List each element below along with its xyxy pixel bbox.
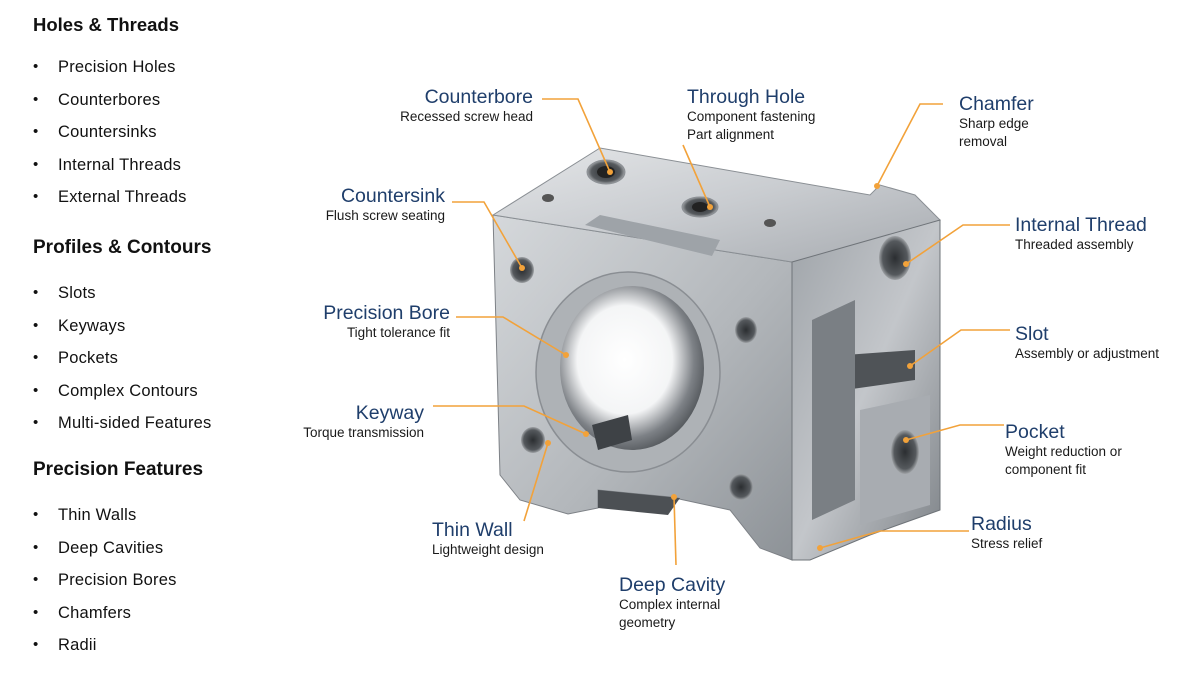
callout-radius: Radius Stress relief xyxy=(971,513,1042,553)
leader-pocket xyxy=(905,424,1004,441)
callout-desc: Stress relief xyxy=(971,536,1043,551)
part-right-face xyxy=(791,219,941,561)
callout-pocket: Pocket Weight reduction or component fit xyxy=(1005,421,1122,479)
list-item: Precision Holes xyxy=(33,51,187,84)
section-holes-threads: Holes & Threads Precision Holes Counterb… xyxy=(33,14,187,214)
list-item: Internal Threads xyxy=(33,149,187,182)
callout-counterbore: Counterbore Recessed screw head xyxy=(400,86,533,126)
callout-internal-thread: Internal Thread Threaded assembly xyxy=(1015,214,1147,254)
callout-precision-bore: Precision Bore Tight tolerance fit xyxy=(323,302,450,342)
callout-title: Through Hole xyxy=(687,86,806,108)
callout-title: Pocket xyxy=(1005,421,1065,443)
leader-slot xyxy=(909,329,1010,367)
deep-cavity-shape xyxy=(598,490,680,515)
leader-thin-wall xyxy=(523,442,549,522)
holes xyxy=(510,159,919,500)
callout-title: Precision Bore xyxy=(323,302,450,324)
leader-countersink xyxy=(452,201,523,269)
list-item: Deep Cavities xyxy=(33,532,203,565)
list-item: Keyways xyxy=(33,310,211,343)
callout-title: Countersink xyxy=(340,185,445,207)
list-item: Precision Bores xyxy=(33,564,203,597)
leader-dots xyxy=(519,169,913,551)
callout-desc: Flush screw seating xyxy=(325,208,445,223)
callout-desc: Threaded assembly xyxy=(1015,237,1134,252)
list-item: Pockets xyxy=(33,342,211,375)
callout-desc: Component fastening xyxy=(687,109,816,124)
callout-desc: Weight reduction or xyxy=(1005,444,1122,459)
callout-title: Slot xyxy=(1015,323,1049,345)
callout-slot: Slot Assembly or adjustment xyxy=(1015,323,1159,363)
callout-desc: Recessed screw head xyxy=(400,109,533,124)
callout-desc: component fit xyxy=(1005,462,1087,477)
callout-title: Thin Wall xyxy=(432,519,513,541)
leader-keyway xyxy=(433,405,587,435)
leader-through-hole xyxy=(682,144,711,208)
callout-desc: Sharp edge xyxy=(959,116,1029,131)
callout-desc: geometry xyxy=(619,615,676,630)
list-item: Counterbores xyxy=(33,84,187,117)
leader-precision-bore xyxy=(456,316,567,356)
section-title: Precision Features xyxy=(33,459,204,480)
leader-deep-cavity xyxy=(673,496,677,566)
callout-through-hole: Through Hole Component fastening Part al… xyxy=(687,86,815,144)
feature-list: Thin Walls Deep Cavities Precision Bores… xyxy=(33,499,203,662)
callout-desc: Part alignment xyxy=(687,127,775,142)
leader-counterbore xyxy=(542,98,611,173)
callout-desc: Lightweight design xyxy=(432,542,544,557)
callout-desc: Complex internal xyxy=(619,597,721,612)
list-item: Countersinks xyxy=(33,116,187,149)
callout-title: Keyway xyxy=(355,402,424,424)
callout-desc: Tight tolerance fit xyxy=(346,325,450,340)
callout-thin-wall: Thin Wall Lightweight design xyxy=(432,519,544,559)
callout-keyway: Keyway Torque transmission xyxy=(303,402,424,442)
list-item: Slots xyxy=(33,277,211,310)
leader-radius xyxy=(819,530,969,549)
callout-desc: Assembly or adjustment xyxy=(1015,346,1160,361)
callout-chamfer: Chamfer Sharp edge removal xyxy=(959,93,1034,151)
list-item: Multi-sided Features xyxy=(33,407,211,440)
leader-internal-thread xyxy=(905,224,1010,265)
precision-bore-shape xyxy=(535,271,721,473)
list-item: Thin Walls xyxy=(33,499,203,532)
callout-title: Counterbore xyxy=(424,86,533,108)
list-item: Radii xyxy=(33,629,203,662)
callout-title: Internal Thread xyxy=(1015,214,1147,236)
callout-desc: removal xyxy=(959,134,1008,149)
list-item: Chamfers xyxy=(33,597,203,630)
section-precision-features: Precision Features Thin Walls Deep Cavit… xyxy=(33,459,203,662)
callout-countersink: Countersink Flush screw seating xyxy=(326,185,445,225)
callout-title: Chamfer xyxy=(959,93,1034,115)
section-title: Holes & Threads xyxy=(33,14,179,35)
callout-title: Deep Cavity xyxy=(619,574,726,596)
leader-chamfer xyxy=(876,103,943,187)
section-title: Profiles & Contours xyxy=(33,237,212,258)
leader-lines xyxy=(433,98,1010,566)
callout-title: Radius xyxy=(971,513,1032,535)
list-item: Complex Contours xyxy=(33,375,211,408)
feature-list: Slots Keyways Pockets Complex Contours M… xyxy=(33,277,211,440)
callout-desc: Torque transmission xyxy=(303,425,424,440)
section-profiles-contours: Profiles & Contours Slots Keyways Pocket… xyxy=(33,237,211,440)
feature-list: Precision Holes Counterbores Countersink… xyxy=(33,51,187,214)
list-item: External Threads xyxy=(33,181,187,214)
callout-deep-cavity: Deep Cavity Complex internal geometry xyxy=(619,574,725,632)
